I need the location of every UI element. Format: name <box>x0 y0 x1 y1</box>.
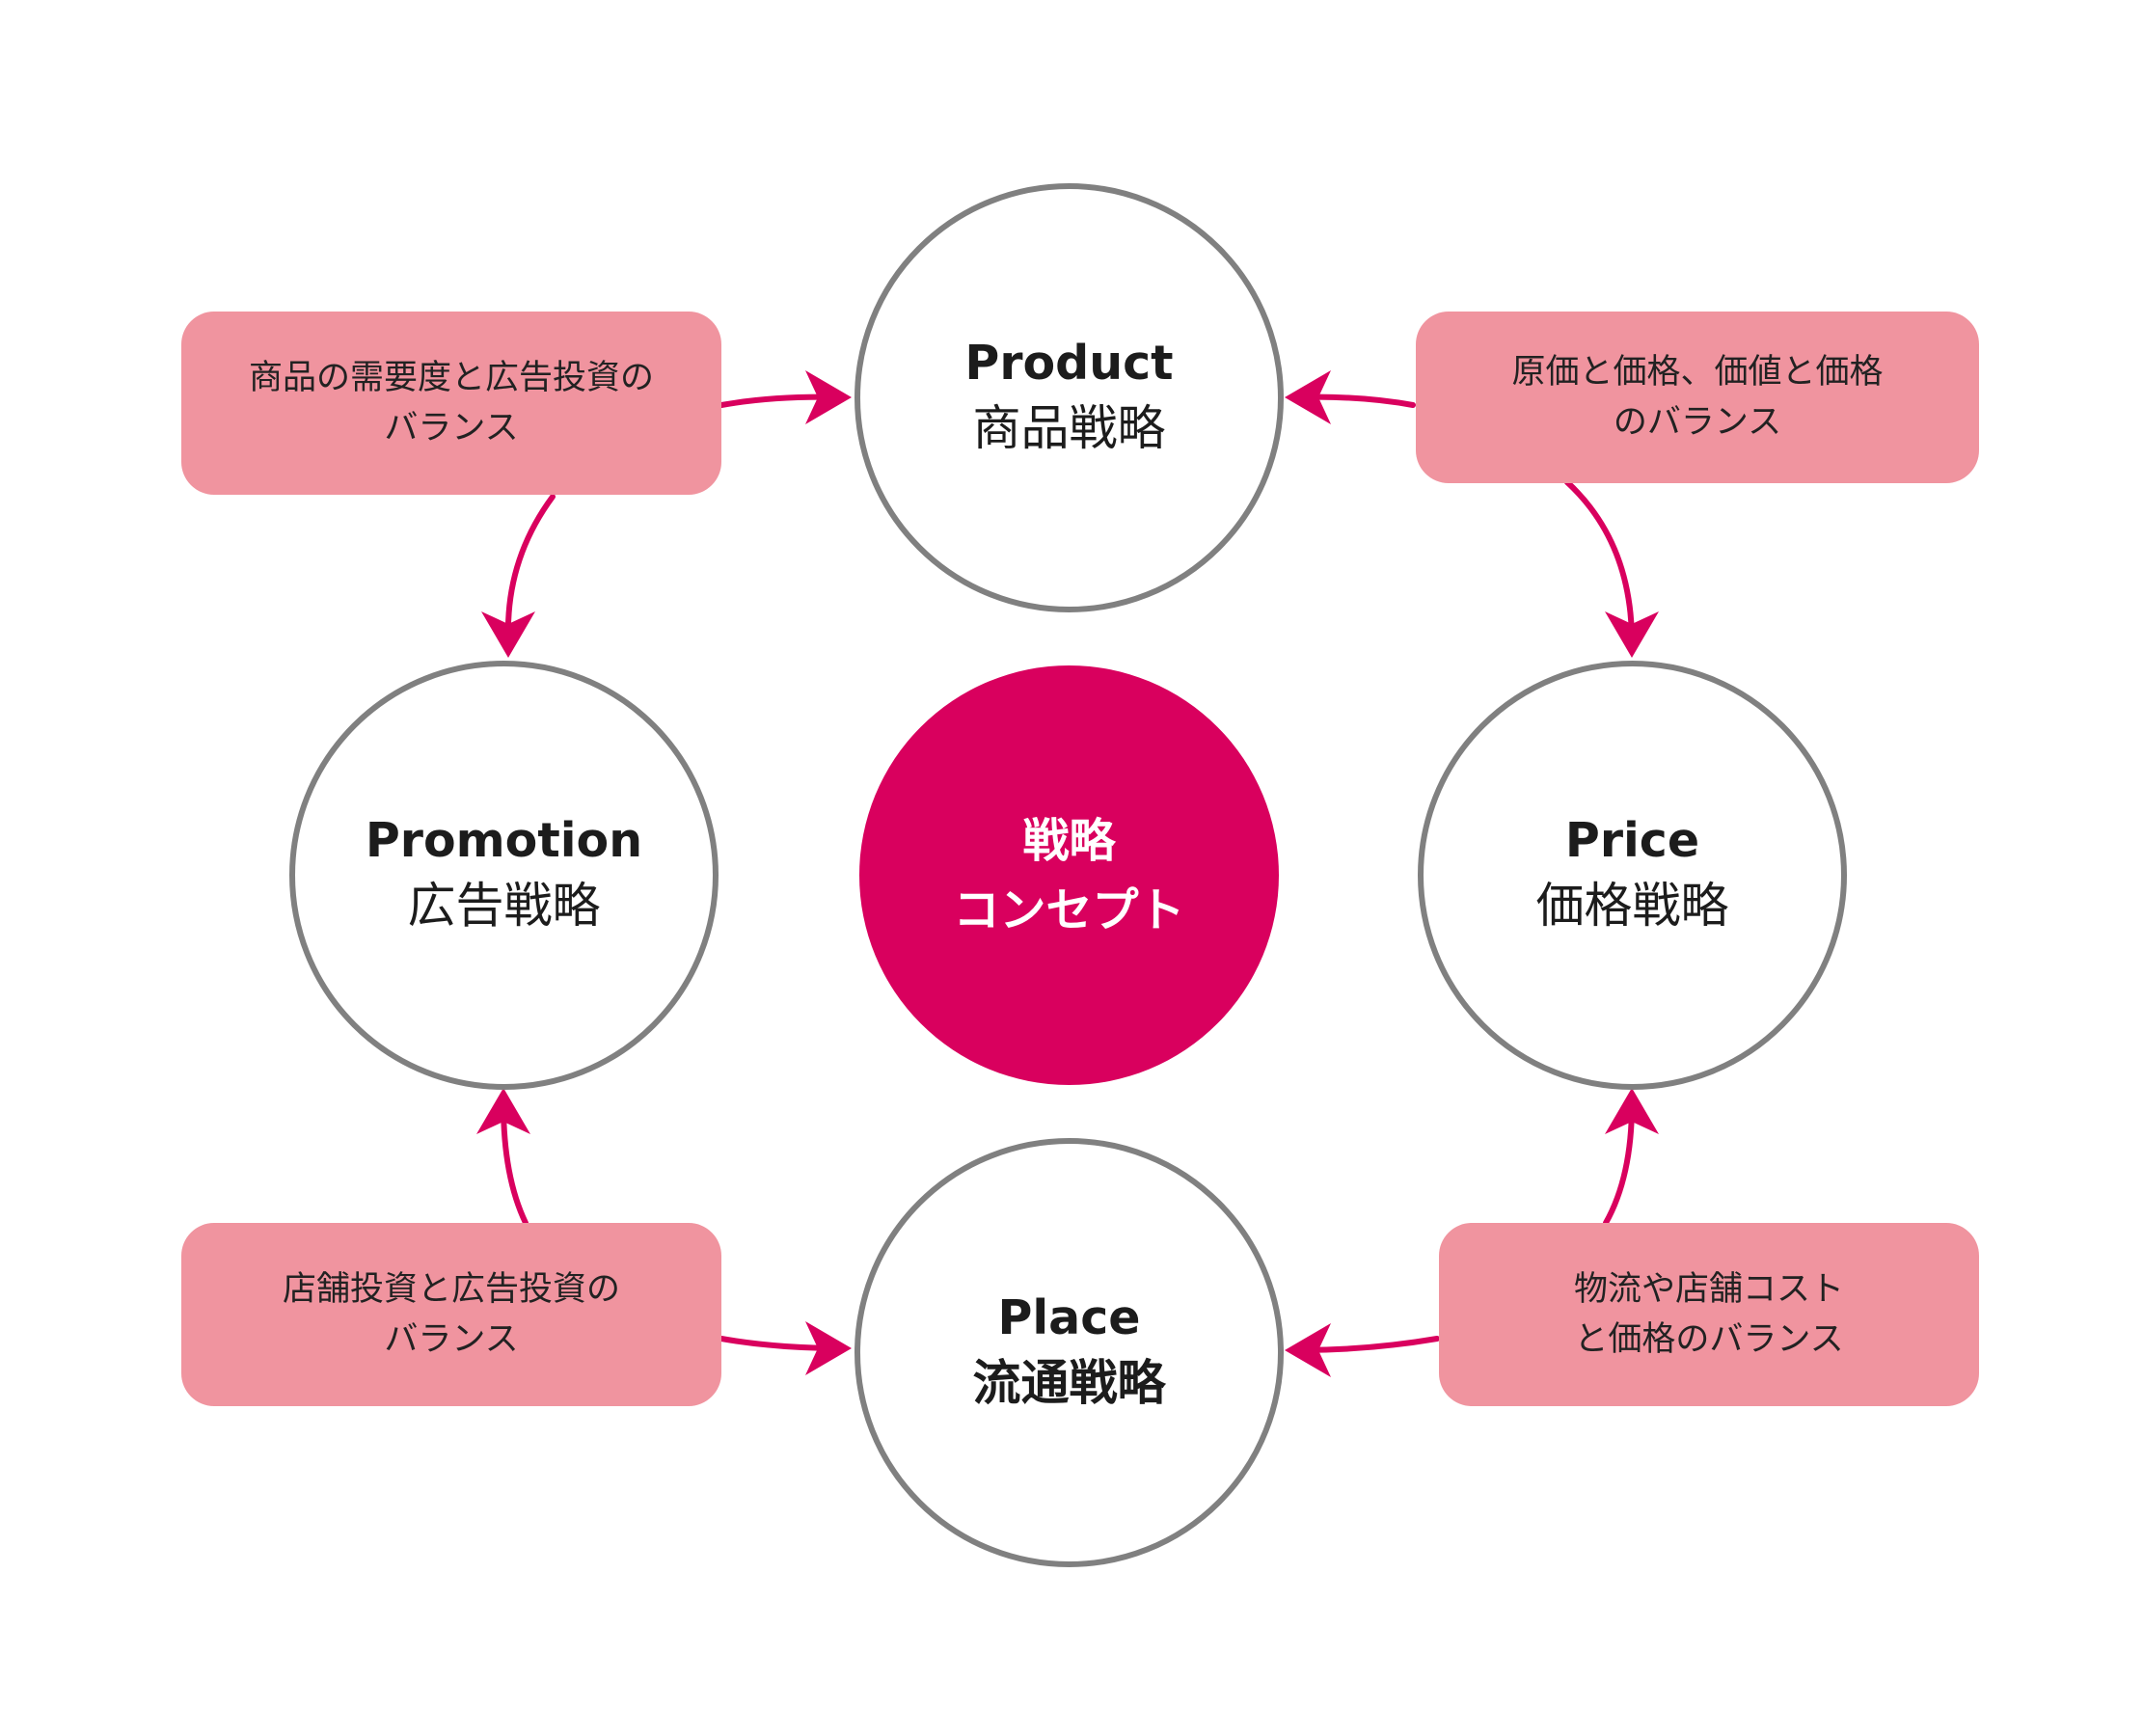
box-text-line1: 原価と価格、価値と価格 <box>1511 353 1884 392</box>
node-title-en: Place <box>997 1289 1141 1345</box>
box-text-line1: 物流や店舗コスト <box>1573 1270 1844 1309</box>
arrowhead-promotion-bottom <box>476 1088 530 1134</box>
node-title-jp: 流通戦略 <box>972 1354 1166 1411</box>
arrowhead-price-bottom <box>1605 1088 1659 1134</box>
node-title-jp: 広告戦略 <box>407 877 601 934</box>
connector-topleft-to-promotion <box>504 494 556 639</box>
center-title-line2: コンセプト <box>953 882 1185 937</box>
box-text-line1: 商品の需要度と広告投資の <box>248 359 654 397</box>
box-place-promotion-balance: 店舗投資と広告投資の バランス <box>181 1223 721 1406</box>
node-title-en: Price <box>1564 812 1700 868</box>
node-title-jp: 価格戦略 <box>1535 877 1729 934</box>
arrowhead-product-right <box>1285 370 1331 424</box>
connector-topright-to-price <box>1564 479 1635 639</box>
node-title-jp: 商品戦略 <box>972 399 1166 456</box>
box-text-line2: のバランス <box>1613 403 1782 442</box>
box-text-line2: と価格のバランス <box>1574 1320 1844 1359</box>
node-promotion: Promotion 広告戦略 <box>289 661 719 1090</box>
node-place: Place 流通戦略 <box>854 1138 1284 1567</box>
box-product-promotion-balance: 商品の需要度と広告投資の バランス <box>181 312 721 495</box>
arrowhead-product-left <box>805 370 852 424</box>
box-text-line2: バランス <box>384 1320 519 1359</box>
box-place-price-balance: 物流や店舗コスト と価格のバランス <box>1439 1223 1979 1406</box>
center-title-line1: 戦略 <box>1022 813 1116 868</box>
box-text-line1: 店舗投資と広告投資の <box>282 1270 620 1309</box>
node-title-en: Product <box>964 335 1174 391</box>
arrowhead-place-left <box>805 1321 852 1375</box>
node-title-en: Promotion <box>365 812 643 868</box>
arrowhead-place-right <box>1285 1323 1331 1377</box>
box-text-line2: バランス <box>384 409 519 448</box>
box-product-price-balance: 原価と価格、価値と価格 のバランス <box>1416 312 1979 483</box>
node-strategy-concept: 戦略 コンセプト <box>859 665 1279 1085</box>
arrowhead-price-top <box>1605 611 1659 658</box>
node-price: Price 価格戦略 <box>1418 661 1847 1090</box>
node-product: Product 商品戦略 <box>854 183 1284 612</box>
arrowhead-promotion-top <box>481 611 535 658</box>
